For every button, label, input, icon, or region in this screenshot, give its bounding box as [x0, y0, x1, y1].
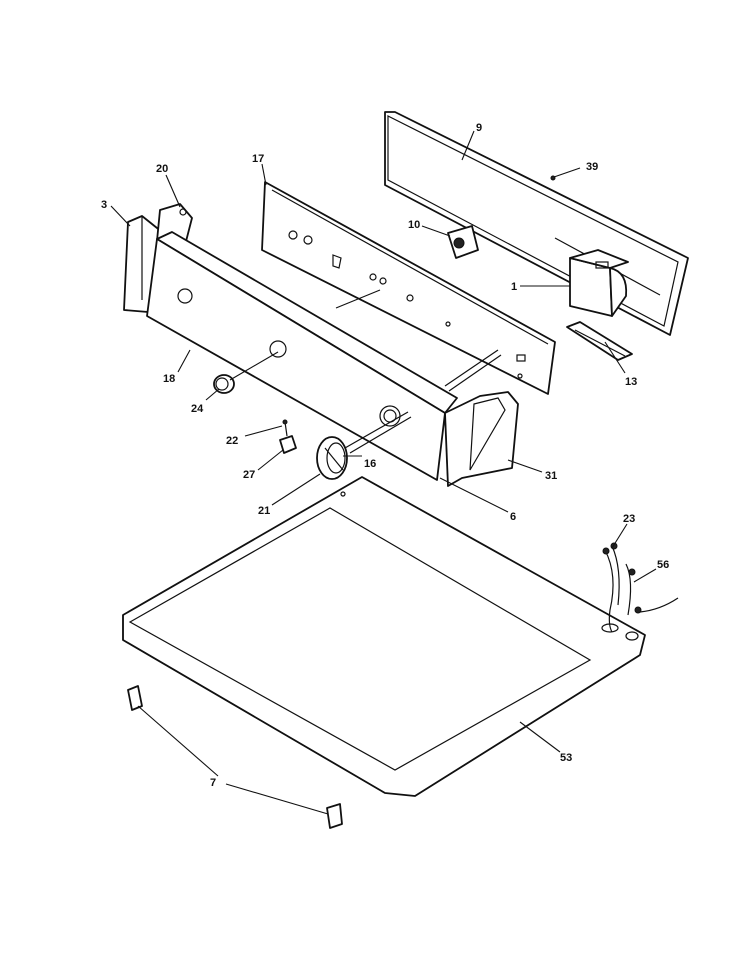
screw	[282, 419, 288, 437]
main-knob	[316, 436, 348, 480]
callout-6: 6	[510, 511, 516, 523]
callout-39: 39	[586, 161, 598, 173]
callout-56: 56	[657, 559, 669, 571]
callout-17: 17	[252, 153, 264, 165]
dryer-top	[122, 476, 646, 797]
callout-23: 23	[623, 513, 635, 525]
callout-31: 31	[545, 470, 557, 482]
callout-24: 24	[191, 403, 204, 415]
wiring-harness	[602, 542, 679, 633]
callout-3: 3	[101, 199, 107, 211]
callout-16: 16	[364, 458, 376, 470]
shaft	[344, 349, 502, 454]
leader-lines	[110, 130, 657, 815]
callout-20: 20	[156, 163, 168, 175]
callout-1: 1	[511, 281, 517, 293]
clip	[279, 435, 297, 454]
callout-13: 13	[625, 376, 637, 388]
relay-module	[569, 249, 629, 317]
small-knob	[213, 374, 235, 394]
callout-22: 22	[226, 435, 238, 447]
callout-9: 9	[476, 122, 482, 134]
callout-53: 53	[560, 752, 572, 764]
right-end-cap	[444, 391, 519, 487]
callout-27: 27	[243, 469, 255, 481]
callout-21: 21	[258, 505, 270, 517]
callout-labels: 9 39 20 17 3 10 1 13 18 24 22 27 16 31 2…	[101, 122, 669, 789]
bracket	[566, 321, 633, 361]
callout-10: 10	[408, 219, 420, 231]
hinge-left	[127, 685, 143, 711]
callout-7: 7	[210, 777, 216, 789]
timer-switch	[447, 225, 479, 259]
hinge-right	[326, 803, 343, 829]
control-panel-plate	[261, 181, 556, 395]
callout-18: 18	[163, 373, 175, 385]
console-panel	[146, 231, 458, 481]
